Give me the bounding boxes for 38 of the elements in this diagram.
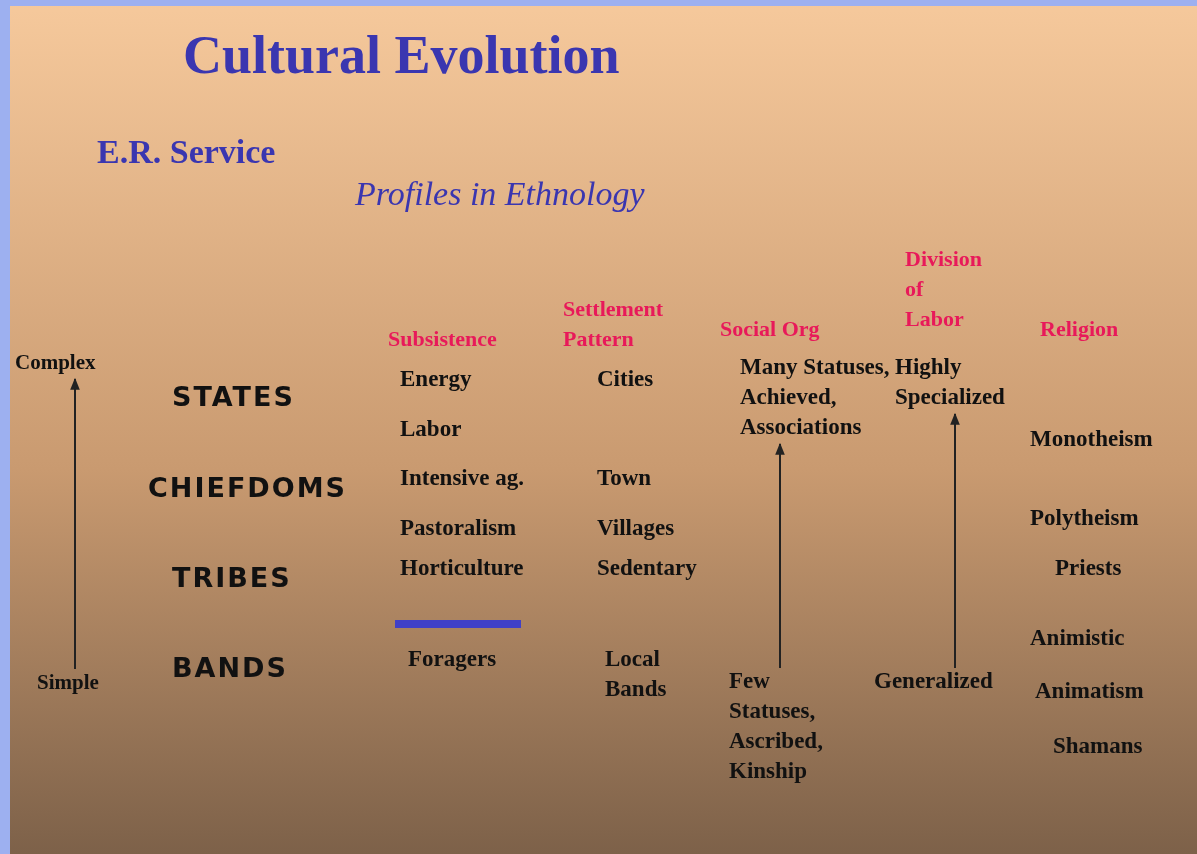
subtitle: Profiles in Ethnology <box>355 174 645 214</box>
subtitle: E.R. Service <box>97 132 276 172</box>
level-label: TRIBES <box>172 563 292 593</box>
table-text: Animistic <box>1030 624 1125 652</box>
column-heading: Settlement Pattern <box>563 295 665 353</box>
table-text: Monotheism <box>1030 425 1153 453</box>
text-label: Generalized <box>874 666 993 696</box>
table-text: Polytheism <box>1030 504 1139 532</box>
column-heading: Division of Labor <box>905 245 984 333</box>
slide-title: Cultural Evolution <box>183 24 620 87</box>
table-text: Animatism <box>1035 677 1144 705</box>
text-label: Many Statuses, Achieved, Associations <box>740 352 890 442</box>
arrow <box>70 377 80 670</box>
table-text: Priests <box>1055 554 1122 582</box>
column-heading: Religion <box>1040 315 1119 343</box>
table-text: Intensive ag. <box>400 464 524 492</box>
arrow <box>950 412 960 669</box>
arrow <box>775 442 785 669</box>
table-text: Labor <box>400 415 462 443</box>
table-text: Horticulture <box>400 554 524 582</box>
table-text: Sedentary <box>597 554 697 582</box>
table-text: Foragers <box>408 645 497 673</box>
table-text: Town <box>597 464 652 492</box>
table-text: Villages <box>597 514 675 542</box>
table-text: Local Bands <box>605 645 668 703</box>
table-text: Cities <box>597 365 654 393</box>
text-label: Complex <box>15 347 96 377</box>
table-text: Pastoralism <box>400 514 517 542</box>
column-heading: Subsistence <box>388 325 497 353</box>
level-label: CHIEFDOMS <box>148 473 348 503</box>
text-label: Simple <box>37 667 99 697</box>
column-heading: Social Org <box>720 315 820 343</box>
table-text: Shamans <box>1053 732 1143 760</box>
table-text: Energy <box>400 365 472 393</box>
text-label: Few Statuses, Ascribed, Kinship <box>729 666 849 786</box>
level-label: BANDS <box>172 653 288 683</box>
text-label: Highly Specialized <box>895 352 1055 412</box>
level-label: STATES <box>172 382 295 412</box>
